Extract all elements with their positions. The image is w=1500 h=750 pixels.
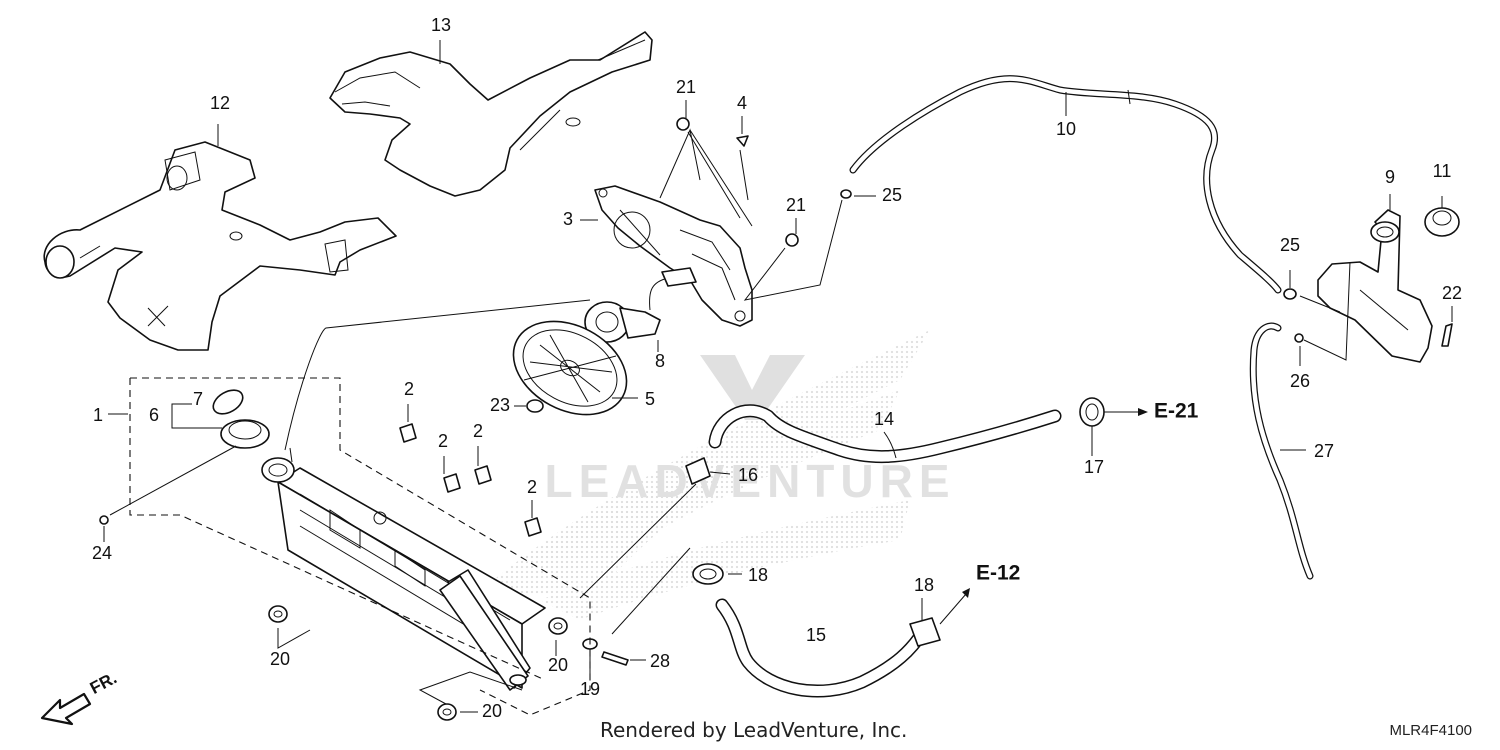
callout-24: 24 (92, 543, 112, 563)
callout-16: 16 (738, 465, 758, 485)
part-26-clip (1294, 333, 1304, 343)
callout-19: 19 (580, 679, 600, 699)
callout-2: 2 (473, 421, 483, 441)
part-18-hose-clamps (692, 563, 941, 647)
part-3-fan-shroud (594, 185, 753, 327)
part-11-reservoir-cap (1424, 207, 1460, 237)
callout-12: 12 (210, 93, 230, 113)
front-marker-label: FR. (87, 668, 120, 698)
callout-20: 20 (548, 655, 568, 675)
callout-9: 9 (1385, 167, 1395, 187)
callout-21: 21 (676, 77, 696, 97)
callout-6: 6 (149, 405, 159, 425)
callout-20: 20 (482, 701, 502, 721)
part-21-bolt-b (785, 233, 799, 247)
callout-3: 3 (563, 209, 573, 229)
callout-2: 2 (527, 477, 537, 497)
callout-28: 28 (650, 651, 670, 671)
callout-17: 17 (1084, 457, 1104, 477)
callout-14: 14 (874, 409, 894, 429)
part-23-nut (526, 399, 544, 413)
callout-2: 2 (404, 379, 414, 399)
front-direction-marker: FR. (40, 668, 120, 726)
callout-18: 18 (748, 565, 768, 585)
callout-20: 20 (270, 649, 290, 669)
callout-13: 13 (431, 15, 451, 35)
part-28-bolt (601, 651, 629, 666)
part-21-bolt-a (676, 117, 690, 131)
part-4-screw (736, 135, 749, 147)
callouts: 1 2 2 2 2 3 4 5 6 7 8 9 10 11 12 13 14 1… (92, 15, 1462, 721)
callout-25: 25 (1280, 235, 1300, 255)
watermark-text: LEADVENTURE (544, 455, 955, 507)
part-7-cap-seal (212, 389, 244, 415)
part-14-upper-hose (708, 404, 1062, 464)
callout-4: 4 (737, 93, 747, 113)
callout-7: 7 (193, 389, 203, 409)
reference-arrows (939, 408, 1148, 625)
callout-25: 25 (882, 185, 902, 205)
reference-e12: E-12 (976, 562, 1020, 585)
callout-10: 10 (1056, 119, 1076, 139)
part-9-reservoir-tank (1317, 209, 1433, 363)
part-22-bolt (1441, 323, 1453, 347)
part-27-overflow-hose (1249, 322, 1314, 580)
callout-5: 5 (645, 389, 655, 409)
callout-23: 23 (490, 395, 510, 415)
part-8-fan-motor (584, 267, 697, 343)
part-16-hose-clamp (685, 457, 711, 485)
callout-2: 2 (438, 431, 448, 451)
part-1-radiator (261, 447, 546, 691)
part-24-screw (99, 515, 109, 525)
part-25-clip-b (1283, 288, 1297, 300)
part-25-clip-a (840, 189, 852, 199)
front-arrow-icon (40, 692, 92, 726)
part-15-lower-hose (715, 598, 931, 698)
part-10-siphon-hose (849, 75, 1282, 294)
callout-11: 11 (1433, 161, 1452, 181)
callout-27: 27 (1314, 441, 1334, 461)
part-12-air-guide (43, 141, 397, 351)
callout-21: 21 (786, 195, 806, 215)
leader-lines (103, 40, 1453, 716)
part-6-radiator-cap (220, 419, 270, 449)
footer-credit: Rendered by LeadVenture, Inc. (600, 718, 908, 742)
part-17-hose-clamp (1079, 397, 1105, 427)
part-20-grommets (268, 605, 568, 721)
callout-26: 26 (1290, 371, 1310, 391)
part-2-clips (399, 423, 542, 537)
part-13-shroud (329, 31, 653, 197)
callout-15: 15 (806, 625, 826, 645)
watermark-logo-mark (700, 355, 805, 420)
callout-1: 1 (93, 405, 103, 425)
callout-22: 22 (1442, 283, 1462, 303)
callout-18: 18 (914, 575, 934, 595)
part-5-fan (512, 320, 628, 416)
diagram-code: MLR4F4100 (1389, 722, 1472, 739)
reference-e21: E-21 (1154, 400, 1199, 423)
small-fasteners (99, 117, 1453, 666)
callout-8: 8 (655, 351, 665, 371)
